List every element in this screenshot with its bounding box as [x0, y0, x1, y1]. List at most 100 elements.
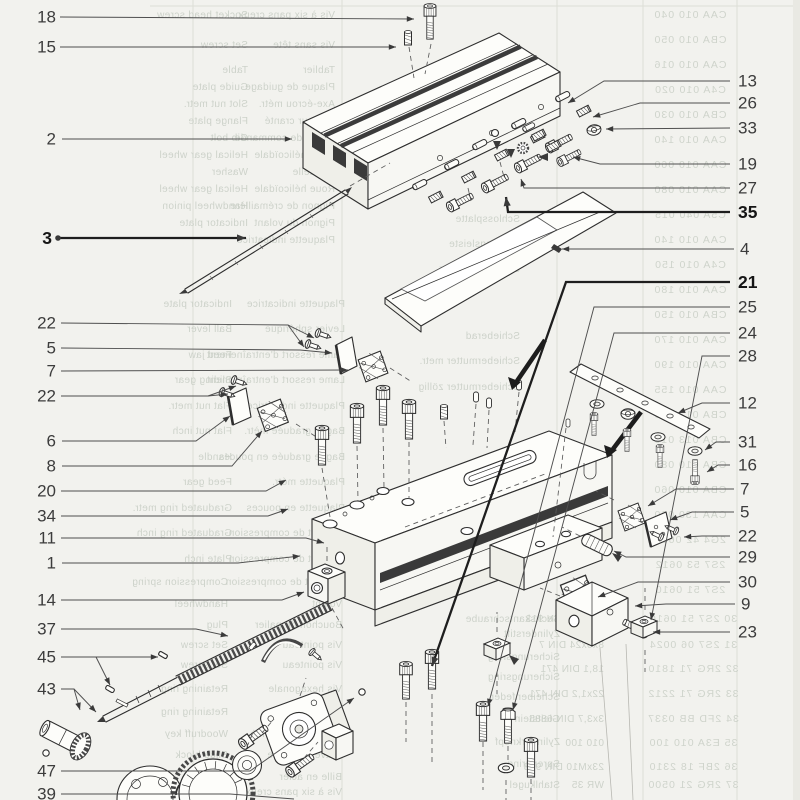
- showthrough-code: CBA 010 060: [654, 484, 727, 496]
- showthrough-text: Schieberad: [465, 331, 520, 342]
- callout-label-43: 43: [37, 680, 56, 699]
- showthrough-text: Helical gear wheel: [159, 150, 248, 161]
- callout-label-11: 11: [38, 529, 56, 548]
- callout-label-31: 31: [738, 433, 757, 452]
- showthrough-text: 010 100: [565, 738, 604, 749]
- showthrough-code: 37 2RG 21 0500: [647, 779, 738, 791]
- showthrough-text: Plaquette en pouces: [246, 503, 345, 514]
- showthrough-text: Scheibenfeder: [490, 692, 560, 703]
- feed-rod-part: [179, 162, 391, 294]
- callout-label-33: 33: [738, 119, 757, 138]
- leader-line-25: [487, 306, 730, 707]
- showthrough-text: Sicherungsring: [488, 672, 560, 683]
- showthrough-text: Ball lever: [187, 324, 232, 335]
- showthrough-text: Schlossplatte: [455, 214, 520, 225]
- showthrough-text: Plaquette indicatrice: [247, 401, 345, 412]
- t-nut-part-right: [630, 615, 658, 639]
- callout-label-2: 2: [47, 130, 56, 149]
- showthrough-code: CAA 010 040: [654, 9, 727, 21]
- showthrough-text: Schiebermutter zöllig: [418, 382, 520, 393]
- callout-label-28: 28: [738, 347, 757, 366]
- showthrough-code: CAA 010 080: [654, 184, 727, 196]
- showthrough-text: 3x3,7 DIN 6885: [529, 714, 604, 725]
- showthrough-text: Plaquette indicatrice: [247, 299, 345, 310]
- callout-label-15: 15: [37, 38, 56, 57]
- showthrough-code: 32 2RG 71 1810: [647, 663, 738, 675]
- showthrough-text: Set screw: [180, 640, 228, 651]
- leader-line-28: [650, 355, 730, 621]
- showthrough-text: Zylinderstift: [504, 629, 560, 640]
- showthrough-text: Lame ressort d'entraînement: [207, 375, 345, 386]
- showthrough-text: Ressort de compression: [228, 554, 345, 565]
- showthrough-code: CAA 010 190: [654, 359, 727, 371]
- nut-block-part: [307, 544, 346, 631]
- leader-line-20: [61, 479, 287, 492]
- showthrough-text: Handwheel pinion: [162, 201, 248, 212]
- table-part: [302, 32, 561, 210]
- showthrough-text: Pignon du volant: [254, 218, 335, 229]
- showthrough-code: CBA 010 080: [654, 459, 727, 471]
- callout-label-13: 13: [738, 72, 757, 91]
- callout-label-20: 20: [37, 482, 56, 501]
- callout-label-29: 29: [738, 548, 757, 567]
- leader-line-1: [62, 555, 301, 564]
- showthrough-text: 18,1 DIN 471: [540, 664, 604, 675]
- showthrough-text: Graduated ring inch: [137, 528, 232, 539]
- showthrough-code: 30 2S7 51 0610: [649, 613, 737, 625]
- showthrough-text: Sicherungsring: [488, 652, 560, 663]
- callout-label-27: 27: [738, 179, 757, 198]
- showthrough-text: Tablier: [302, 65, 335, 76]
- retaining-clip-part: [247, 638, 325, 664]
- leader-line-9: [634, 603, 735, 607]
- callout-label-5: 5: [47, 339, 56, 358]
- showthrough-code: CAA 010 180: [654, 284, 727, 296]
- showthrough-text: Plate inch: [184, 554, 232, 565]
- showthrough-text: Secteur cranté: [264, 116, 335, 127]
- showthrough-code: 31 2S7 06 0024: [649, 639, 737, 651]
- showthrough-text: Compression spring: [132, 577, 228, 588]
- showthrough-code: 34 2FD BB 0337: [647, 713, 739, 725]
- callout-label-34: 34: [37, 507, 56, 526]
- showthrough-text: Slot nut metr.: [183, 99, 248, 110]
- exploded-view-drawing: [39, 3, 711, 800]
- showthrough-text: Retaining ring: [161, 684, 228, 695]
- showthrough-text: Handle: [198, 452, 232, 463]
- showthrough-text: Gleitstein: [514, 714, 560, 725]
- showthrough-text: Vis à six pans creux: [238, 10, 335, 21]
- showthrough-text: Stahlkugel: [509, 780, 560, 791]
- callout-label-6: 6: [47, 432, 56, 451]
- callout-label-5: 5: [740, 503, 749, 522]
- callout-label-21: 21: [738, 272, 758, 292]
- leader-line-24: [512, 332, 730, 711]
- bottom-screws: [399, 648, 539, 800]
- leader-line-19: [572, 156, 730, 165]
- callout-label-4: 4: [740, 240, 749, 259]
- showthrough-text: Woodruff key: [165, 729, 228, 740]
- callout-label-47: 47: [37, 762, 56, 781]
- showthrough-text: Levier sphérique: [265, 324, 345, 335]
- callout-label-37: 37: [37, 620, 56, 639]
- showthrough-text: Flat nut metr.: [168, 401, 232, 412]
- callout-label-16: 16: [738, 456, 757, 475]
- set-screw-15: [404, 30, 412, 46]
- showthrough-text: Table: [222, 65, 248, 76]
- callout-label-22: 22: [738, 527, 757, 546]
- showthrough-code: CBA 010 150: [654, 309, 727, 321]
- steel-ball-small: [42, 749, 50, 757]
- showthrough-text: Vis à six pans creux: [245, 787, 342, 798]
- showthrough-text: Socket head screw: [156, 10, 248, 21]
- showthrough-text: Graduated ring metr.: [132, 503, 232, 514]
- showthrough-code: C4A 010 020: [654, 84, 726, 96]
- showthrough-text: 22x1,2 DIN 471: [529, 689, 604, 700]
- callout-label-8: 8: [47, 457, 56, 476]
- callout-label-14: 14: [37, 591, 56, 610]
- showthrough-code: C4A 010 150: [654, 259, 726, 271]
- showthrough-text: Bague graduée en pouces: [218, 452, 345, 463]
- showthrough-text: Feed gear: [183, 477, 232, 488]
- cap-screw-18: [423, 3, 437, 40]
- leader-line-39: [61, 793, 295, 800]
- showthrough-text: Indicator plate: [179, 218, 248, 229]
- showthrough-text: Pignon de crémaillère: [230, 201, 335, 212]
- woodruff-key-45b: [105, 684, 115, 694]
